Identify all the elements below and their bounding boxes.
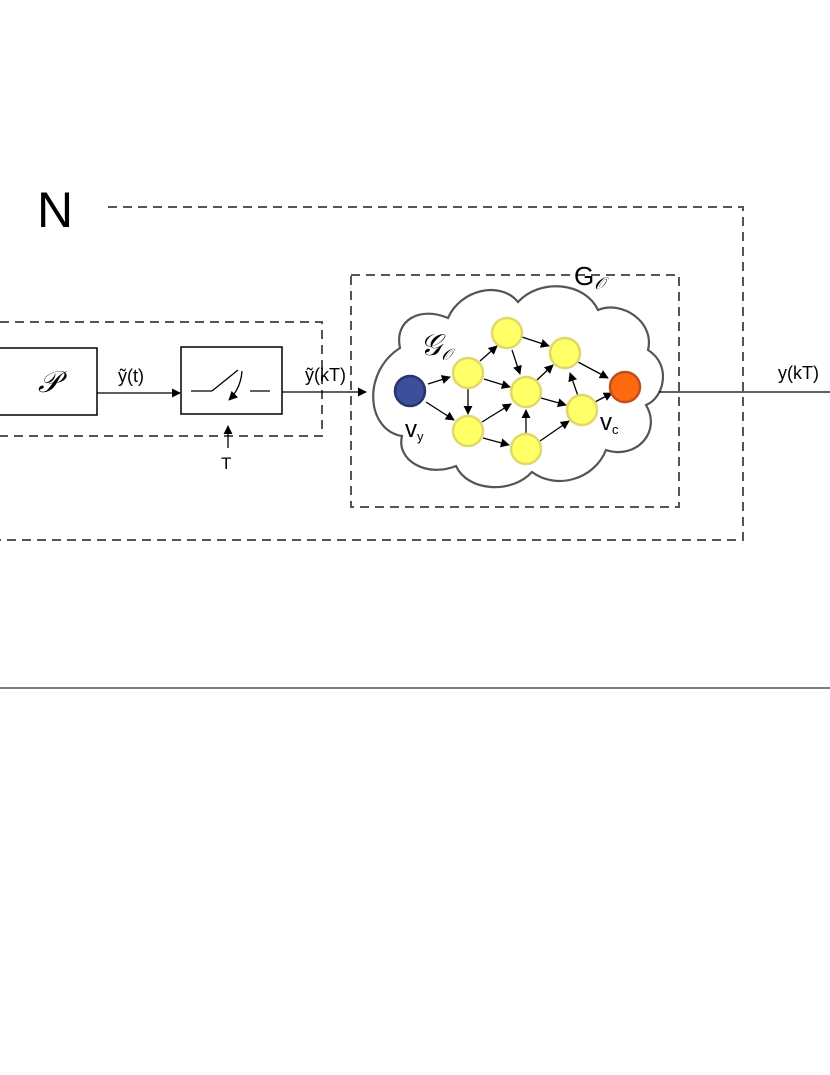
graph-node (490, 316, 524, 350)
sampler-dashed-boundary (0, 321, 323, 437)
edge-n5-n6 (540, 397, 567, 408)
graph-nodes (393, 316, 642, 466)
edge-n7-n6 (539, 420, 570, 442)
sampler-output-signal: ỹ(kT) (305, 365, 346, 385)
subsystem-label: G𝒪 (574, 261, 609, 294)
edge-n1-n5 (483, 378, 511, 389)
edge-n3-vc (577, 361, 609, 379)
outer-label: N (37, 182, 73, 238)
output-node (608, 370, 642, 404)
graph-node (565, 393, 599, 427)
plant-output-signal: ỹ(t) (118, 366, 144, 386)
outer-dashed-boundary (0, 206, 744, 541)
edge-n4-n7 (482, 437, 510, 448)
plant-block (0, 347, 98, 416)
edge-n4-n5 (481, 403, 512, 423)
graph-node (509, 375, 543, 409)
edge-n2-n5 (511, 349, 522, 375)
edge-n6-n3 (568, 372, 579, 397)
sampling-period-label: T (221, 454, 231, 473)
edge-n5-n3 (536, 364, 554, 381)
edge-vy-n1 (427, 375, 451, 385)
input-node (393, 374, 427, 408)
graph-edges (425, 336, 613, 448)
sampler-block (180, 346, 283, 415)
graph-node (548, 336, 582, 370)
graph-node (451, 356, 485, 390)
edge-vy-n4 (425, 401, 455, 421)
output-node-label: vc (600, 409, 619, 437)
edge-n6-vc (594, 392, 613, 403)
edge-n1-n2 (479, 345, 498, 362)
input-node-label: vy (405, 416, 424, 444)
graph-node (451, 414, 485, 448)
subsystem-dashed-boundary (350, 274, 680, 508)
graph-node (509, 432, 543, 466)
edge-n2-n3 (521, 336, 550, 348)
system-output-signal: y(kT) (778, 363, 819, 383)
